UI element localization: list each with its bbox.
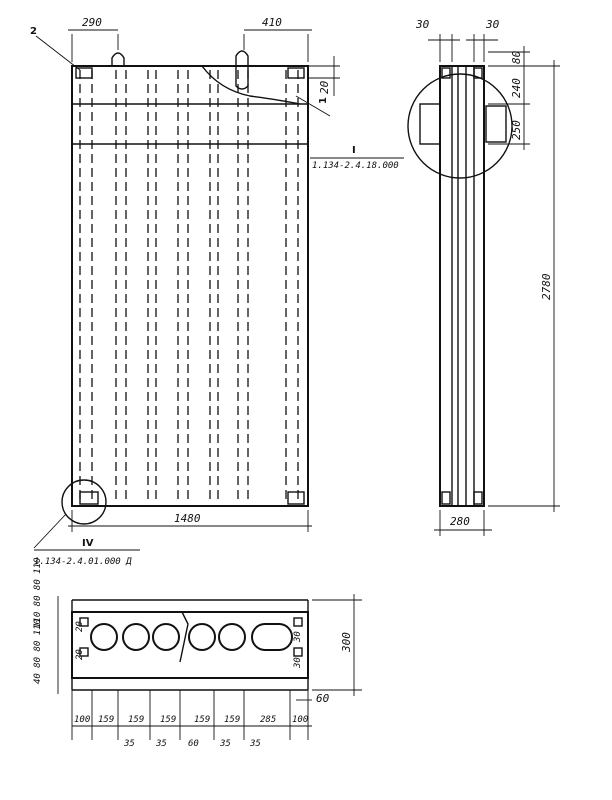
dim-20: 20 [318, 80, 331, 94]
chain-dim-b3: 60 [188, 739, 199, 749]
chain-dim-b2: 35 [155, 739, 167, 749]
callout-2-leader [35, 35, 81, 71]
corner-block-top-right [287, 67, 305, 79]
dim-side-30a: 30 [415, 18, 430, 31]
detail-i-circle [407, 73, 513, 179]
chain-dim-6: 159 [224, 715, 240, 725]
section-small-20a: 20 [75, 621, 85, 632]
section-small-30a: 30 [293, 631, 303, 643]
chain-dim-3: 159 [128, 715, 144, 725]
callout-2: 2 [30, 26, 37, 37]
section-left-dims-bottom: 40 80 80 110 [33, 619, 43, 684]
detail-iv-leader [33, 513, 67, 549]
side-view: 30 30 80 240 250 2780 280 [407, 18, 560, 536]
chain-dim-b4: 35 [219, 739, 231, 749]
section-dim-60: 60 [316, 692, 330, 705]
callout-1: 1 [318, 97, 329, 104]
dim-side-30b: 30 [485, 18, 500, 31]
hidden-void-lines [79, 70, 299, 500]
dim-2780: 2780 [540, 273, 553, 300]
detail-i-ref: 1.134-2.4.18.000 [312, 161, 399, 171]
chain-dim-4: 159 [160, 715, 176, 725]
lifting-loop-right [235, 50, 249, 90]
front-view: IV 1.134-2.4.01.000 Д 290 410 2 20 1 I 1… [30, 16, 404, 567]
section-break [179, 611, 189, 663]
cutaway-curve [201, 65, 301, 105]
void-1 [90, 623, 118, 651]
side-outline [439, 65, 485, 507]
void-3 [152, 623, 180, 651]
dim-240: 240 [510, 78, 523, 98]
void-5 [218, 623, 246, 651]
panel-outline [71, 65, 309, 507]
dim-290: 290 [82, 16, 102, 29]
corner-block-bottom-left [79, 491, 99, 505]
corner-block-top-left [75, 67, 93, 79]
chain-dim-b1: 35 [123, 739, 135, 749]
chain-dim-5: 159 [194, 715, 210, 725]
section-view: 110 80 80 110 40 80 80 110 20 20 30 30 3… [33, 558, 362, 749]
section-left-dims-top: 110 80 80 110 [33, 558, 43, 628]
detail-iv-circle [61, 479, 107, 525]
dim-1480: 1480 [174, 512, 201, 525]
chain-dim-b5: 35 [249, 739, 261, 749]
section-small-30b: 30 [293, 657, 303, 669]
corner-block-bottom-right [287, 491, 305, 505]
section-outline [71, 611, 309, 679]
section-small-20b: 20 [75, 649, 85, 660]
void-2 [122, 623, 150, 651]
lifting-loop-left [111, 52, 125, 66]
dim-250: 250 [510, 120, 523, 140]
chain-dim-2: 159 [98, 715, 114, 725]
dim-280: 280 [450, 515, 470, 528]
detail-i-tag: I [352, 145, 356, 156]
void-6 [251, 623, 293, 651]
void-4 [188, 623, 216, 651]
callout-1-leader [295, 95, 331, 117]
dim-410: 410 [262, 16, 282, 29]
dim-80: 80 [510, 50, 523, 64]
chain-dim-8: 100 [292, 715, 308, 725]
detail-iv-ref: 1.134-2.4.01.000 Д [34, 557, 132, 567]
section-dim-300: 300 [340, 632, 353, 653]
chain-dim-7: 285 [260, 715, 276, 725]
detail-iv-tag: IV [82, 538, 94, 549]
chain-dim-1: 100 [74, 715, 90, 725]
